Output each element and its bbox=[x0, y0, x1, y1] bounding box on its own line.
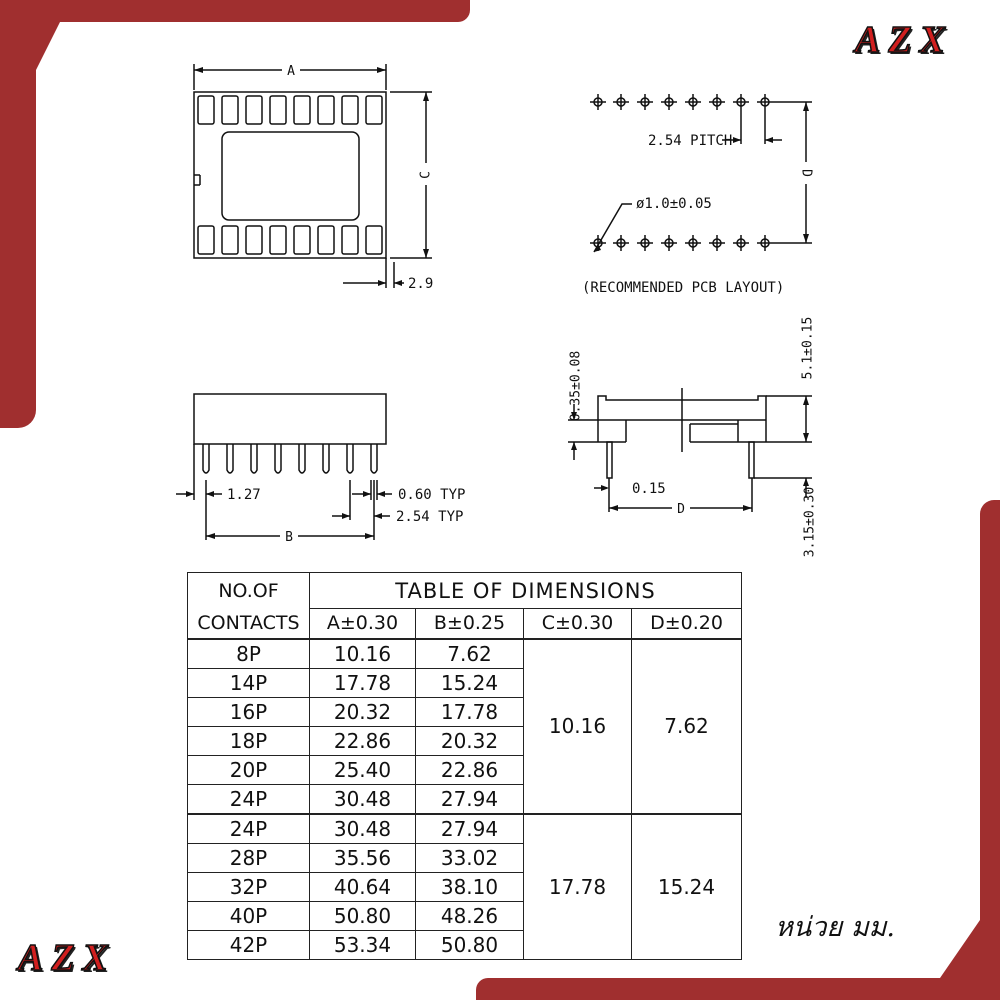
frame-top-left-corner bbox=[0, 0, 110, 120]
cell-a: 17.78 bbox=[309, 667, 416, 698]
pcb-hole-row-top bbox=[590, 94, 773, 110]
header-col-d: D±0.20 bbox=[630, 608, 743, 639]
cell-contacts: 32P bbox=[187, 871, 310, 902]
cell-a: 53.34 bbox=[309, 929, 416, 960]
cell-d-group-1: 7.62 bbox=[630, 637, 743, 814]
cell-contacts: 14P bbox=[187, 667, 310, 698]
cell-c-group-1: 10.16 bbox=[523, 637, 632, 814]
frame-right-bar bbox=[980, 500, 1000, 1000]
front-view-body bbox=[193, 393, 387, 445]
table-row: 14P 17.78 15.24 bbox=[187, 667, 742, 698]
technical-drawing: A C 2.9 2.54 PITCH ø1.0±0.05 D (RECOMMEN… bbox=[176, 64, 818, 557]
dim-label-pin-width: 0.60 TYP bbox=[398, 487, 465, 503]
frame-top-bar bbox=[0, 0, 470, 22]
cell-a: 25.40 bbox=[309, 754, 416, 785]
table-row: 20P 25.40 22.86 bbox=[187, 754, 742, 785]
header-no-of: NO.OF bbox=[187, 572, 310, 609]
dim-label-pin-length: 3.15±0.30 bbox=[803, 487, 818, 557]
cell-a: 50.80 bbox=[309, 900, 416, 931]
cell-b: 7.62 bbox=[415, 637, 524, 669]
cell-a: 22.86 bbox=[309, 725, 416, 756]
side-view-body bbox=[597, 388, 767, 452]
cell-contacts: 24P bbox=[187, 812, 310, 844]
dim-label-pin-start: 1.27 bbox=[227, 487, 261, 503]
side-view-pins bbox=[606, 441, 755, 479]
front-view-pins bbox=[202, 444, 378, 474]
table-row: 24P 30.48 27.94 bbox=[187, 783, 742, 814]
cell-contacts: 20P bbox=[187, 754, 310, 785]
dim-label-pin-pitch: 2.54 TYP bbox=[396, 509, 463, 525]
cell-d-group-2: 15.24 bbox=[630, 812, 743, 960]
cell-b: 20.32 bbox=[415, 725, 524, 756]
cell-b: 17.78 bbox=[415, 696, 524, 727]
cell-b: 15.24 bbox=[415, 667, 524, 698]
dim-label-b: B bbox=[285, 530, 293, 545]
cell-contacts: 28P bbox=[187, 842, 310, 873]
side-dim-label-d: D bbox=[677, 502, 685, 517]
cell-a: 35.56 bbox=[309, 842, 416, 873]
frame-bottom-right-corner bbox=[900, 880, 1000, 1000]
dimensions-table: NO.OF TABLE OF DIMENSIONS CONTACTS A±0.3… bbox=[187, 572, 743, 960]
cell-b: 22.86 bbox=[415, 754, 524, 785]
unit-note: หน่วย มม. bbox=[775, 912, 895, 943]
logo-bottom-left: AZX bbox=[17, 936, 116, 980]
cell-a: 20.32 bbox=[309, 696, 416, 727]
table-row: 40P 50.80 48.26 bbox=[187, 900, 742, 931]
pcb-dim-label-d: D bbox=[799, 169, 814, 177]
dim-label-offset: 2.9 bbox=[408, 276, 433, 292]
cell-b: 50.80 bbox=[415, 929, 524, 960]
dim-label-a: A bbox=[287, 64, 295, 79]
dim-label-pin-offset: 0.15 bbox=[632, 481, 666, 497]
pcb-layout-caption: (RECOMMENDED PCB LAYOUT) bbox=[582, 280, 784, 296]
table-title: TABLE OF DIMENSIONS bbox=[308, 572, 743, 609]
table-row: 8P 10.16 7.62 10.16 7.62 bbox=[187, 637, 743, 814]
cell-b: 38.10 bbox=[415, 871, 524, 902]
frame-bottom-bar bbox=[476, 978, 1000, 1000]
cell-b: 27.94 bbox=[415, 783, 524, 814]
table-row: 42P 53.34 50.80 bbox=[187, 929, 742, 960]
cell-a: 30.48 bbox=[309, 812, 416, 844]
pcb-hole-label: ø1.0±0.05 bbox=[636, 196, 712, 212]
header-col-a: A±0.30 bbox=[309, 608, 416, 639]
cell-a: 10.16 bbox=[309, 637, 416, 669]
pcb-hole-row-bottom bbox=[590, 235, 773, 251]
top-view-outline bbox=[193, 91, 387, 259]
table-row: 24P 30.48 27.94 17.78 15.24 bbox=[187, 812, 743, 960]
cell-contacts: 40P bbox=[187, 900, 310, 931]
cell-contacts: 24P bbox=[187, 783, 310, 814]
pcb-pitch-label: 2.54 PITCH bbox=[648, 133, 732, 149]
cell-b: 33.02 bbox=[415, 842, 524, 873]
header-contacts: CONTACTS bbox=[187, 608, 310, 639]
header-col-c: C±0.30 bbox=[523, 608, 632, 639]
cell-b: 48.26 bbox=[415, 900, 524, 931]
cell-a: 30.48 bbox=[309, 783, 416, 814]
cell-a: 40.64 bbox=[309, 871, 416, 902]
dim-label-total-height: 5.1±0.15 bbox=[801, 317, 816, 380]
cell-contacts: 8P bbox=[187, 637, 310, 669]
dim-label-thickness: 0.35±0.08 bbox=[569, 351, 584, 421]
cell-contacts: 16P bbox=[187, 696, 310, 727]
cell-c-group-2: 17.78 bbox=[523, 812, 632, 960]
dim-label-c: C bbox=[419, 171, 434, 179]
header-col-b: B±0.25 bbox=[415, 608, 524, 639]
table-row: 32P 40.64 38.10 bbox=[187, 871, 742, 902]
top-view-pads bbox=[197, 95, 383, 255]
cell-b: 27.94 bbox=[415, 812, 524, 844]
cell-contacts: 42P bbox=[187, 929, 310, 960]
logo-top-right: AZX bbox=[854, 18, 953, 62]
cell-contacts: 18P bbox=[187, 725, 310, 756]
